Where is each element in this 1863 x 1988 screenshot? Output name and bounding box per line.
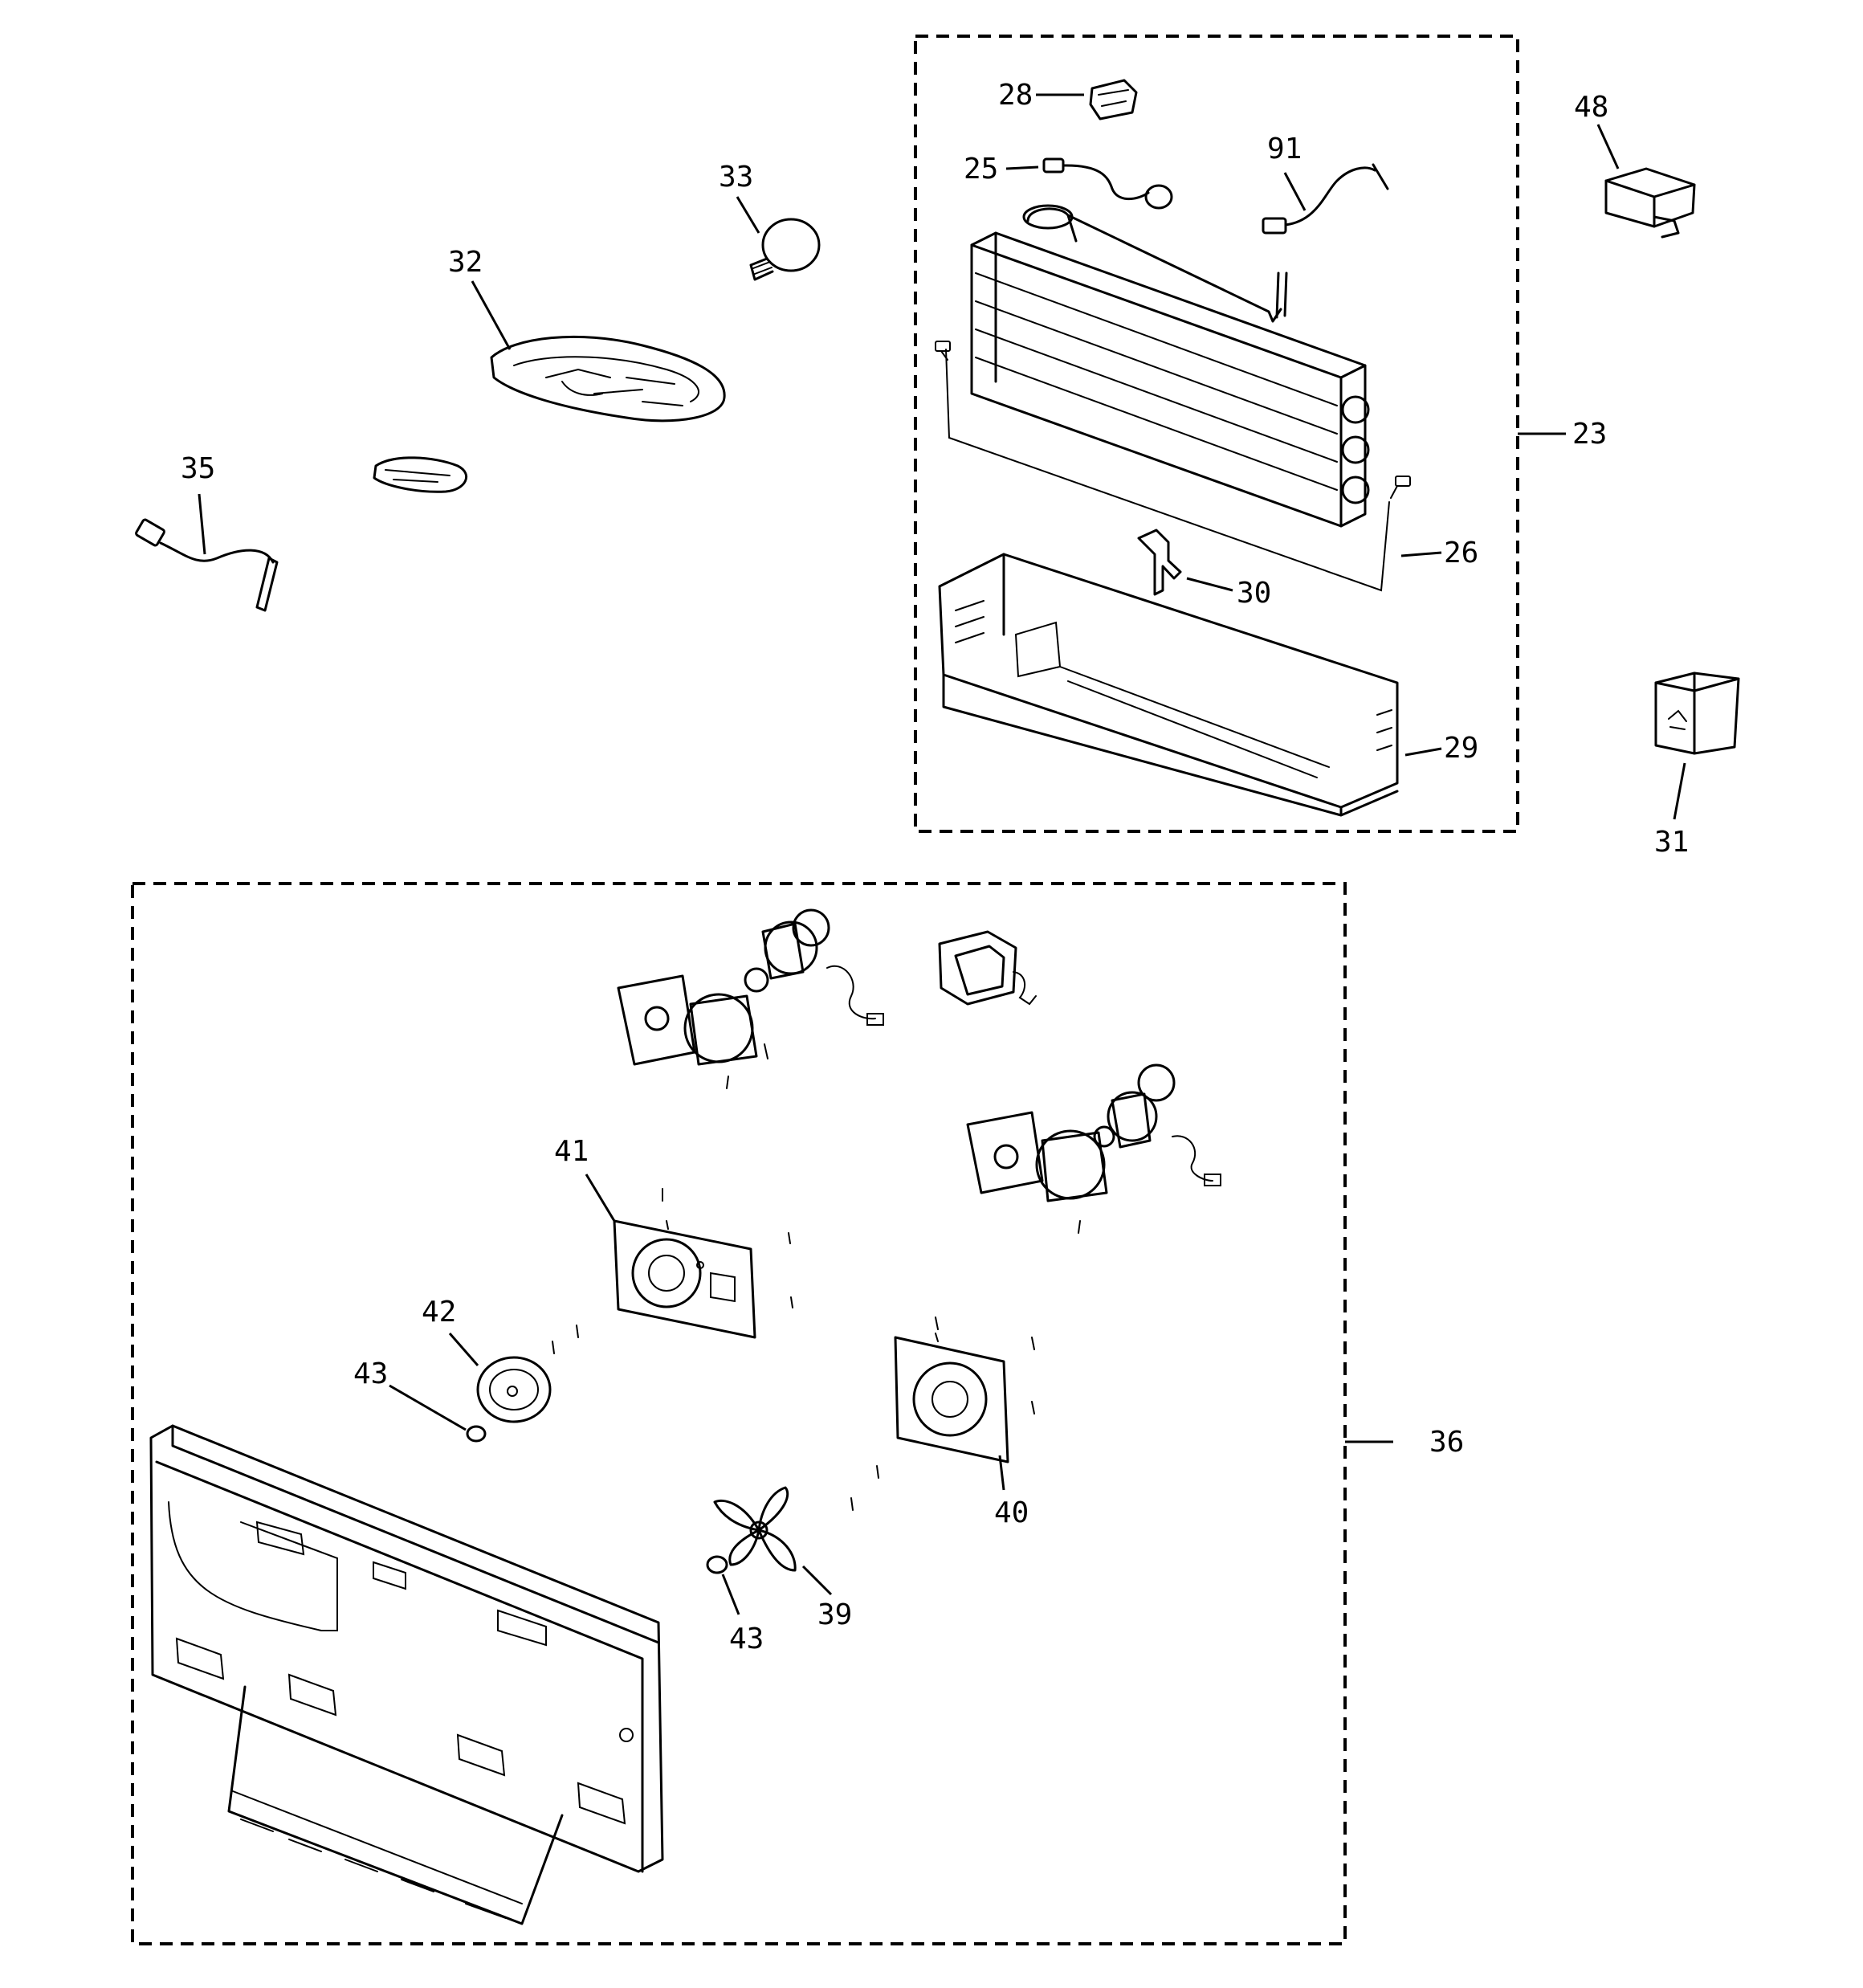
part-32-light-housing[interactable]	[490, 335, 726, 423]
leader-26	[1400, 551, 1442, 557]
callout-48: 48	[1574, 91, 1608, 124]
part-39-fan-blade[interactable]	[713, 1465, 879, 1572]
part-33-light-bulb[interactable]	[749, 218, 821, 281]
leader-32	[471, 280, 512, 350]
part-25-harness[interactable]	[1042, 157, 1173, 210]
damper-assembly-upper[interactable]	[617, 908, 884, 1089]
assembly-box-36	[131, 882, 1347, 1945]
callout-42: 42	[422, 1296, 456, 1329]
leader-25	[1005, 165, 1039, 170]
callout-43-lower: 43	[729, 1623, 764, 1655]
leader-43-upper	[389, 1384, 467, 1431]
part-30-clip[interactable]	[1137, 529, 1182, 596]
part-41-fan-shroud[interactable]	[613, 1188, 793, 1339]
leader-31	[1673, 762, 1686, 820]
callout-32: 32	[448, 246, 483, 279]
evaporator-coil[interactable]	[970, 204, 1370, 528]
damper-duct[interactable]	[938, 930, 1037, 1006]
callout-29: 29	[1444, 732, 1478, 765]
leader-40	[998, 1455, 1005, 1491]
part-28-thermostat[interactable]	[1089, 79, 1138, 120]
callout-31: 31	[1654, 826, 1689, 859]
callout-23: 23	[1572, 418, 1607, 451]
evaporator-cover-panel[interactable]	[149, 1424, 664, 1925]
leader-35	[198, 493, 206, 555]
part-light-shield[interactable]	[373, 456, 468, 493]
leader-29	[1404, 747, 1442, 757]
leader-33	[736, 196, 760, 234]
leader-30	[1186, 577, 1233, 592]
callout-43-upper: 43	[353, 1357, 388, 1390]
callout-40: 40	[994, 1496, 1029, 1529]
callout-28: 28	[998, 79, 1033, 112]
assembly-box-23	[914, 35, 1519, 833]
part-35-sensor-harness[interactable]	[135, 518, 279, 612]
part-91-sensor-harness[interactable]	[1262, 163, 1389, 235]
part-29-evaporator-cover[interactable]	[938, 553, 1399, 817]
callout-91: 91	[1267, 133, 1302, 165]
part-43-nut-upper[interactable]	[466, 1425, 487, 1443]
leader-43-lower	[721, 1574, 740, 1615]
leader-48	[1596, 124, 1620, 169]
part-26-heater[interactable]	[935, 341, 1411, 592]
part-31-cover[interactable]	[1654, 672, 1740, 755]
callout-30: 30	[1237, 577, 1271, 610]
part-43-nut-lower[interactable]	[706, 1555, 728, 1574]
leader-41	[585, 1174, 616, 1222]
leader-39	[801, 1565, 833, 1596]
leader-91	[1283, 172, 1307, 211]
callout-25: 25	[964, 153, 998, 186]
part-42-blower-wheel[interactable]	[476, 1325, 579, 1423]
callout-35: 35	[181, 452, 215, 485]
part-48-bracket[interactable]	[1604, 167, 1696, 239]
damper-assembly-lower[interactable]	[966, 1063, 1221, 1234]
callout-41: 41	[554, 1135, 589, 1168]
callout-26: 26	[1444, 537, 1478, 569]
part-40-fan-shroud[interactable]	[894, 1316, 1035, 1463]
callout-39: 39	[817, 1598, 852, 1631]
leader-42	[448, 1333, 479, 1366]
callout-36: 36	[1429, 1426, 1464, 1459]
callout-33: 33	[719, 161, 753, 194]
